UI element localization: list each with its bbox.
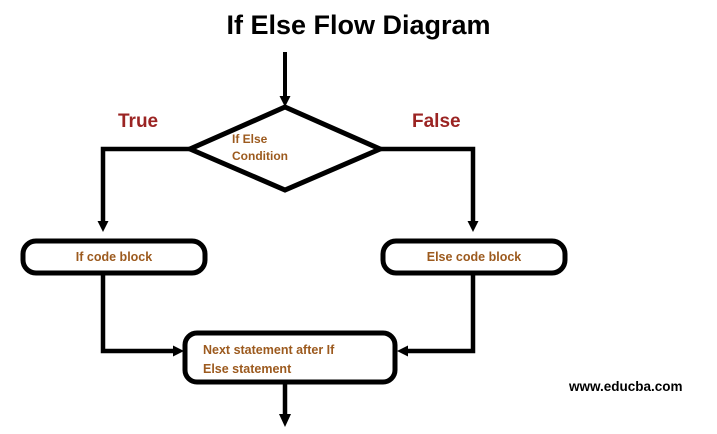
watermark: www.educba.com	[569, 379, 683, 394]
connector-if-to-merge	[100, 273, 184, 357]
if-block-label: If code block	[75, 250, 153, 264]
decision-label-line2: Condition	[232, 149, 288, 163]
merge-label-line1: Next statement after If	[203, 343, 335, 357]
decision-label-line1: If Else	[232, 132, 268, 146]
branch-label-true: True	[118, 111, 159, 132]
decision-node-label: If Else Condition	[232, 131, 328, 165]
connector-false-branch	[380, 146, 479, 232]
else-block-label: Else code block	[426, 250, 522, 264]
merge-block-shape	[182, 330, 398, 385]
decision-diamond-shape	[183, 104, 387, 193]
connector-else-to-merge	[397, 273, 476, 357]
page-title: If Else Flow Diagram	[226, 10, 491, 40]
connector-true-branch	[97, 146, 190, 232]
merge-block-label: Next statement after If Else statement	[203, 341, 388, 379]
branch-label-false: False	[412, 111, 461, 132]
merge-label-line2: Else statement	[203, 362, 292, 376]
if-block-shape	[20, 238, 208, 276]
